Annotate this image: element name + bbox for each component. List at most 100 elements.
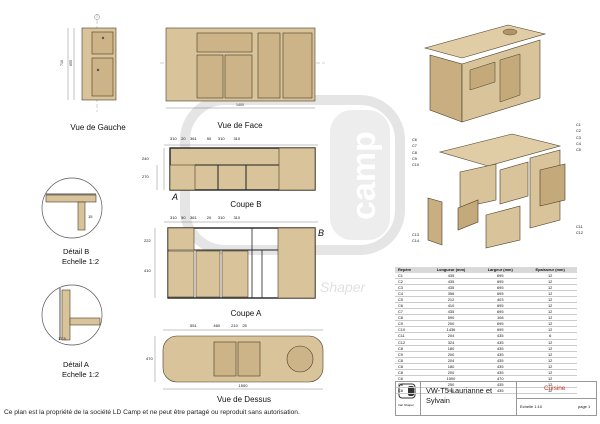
detail-a-view xyxy=(41,284,103,346)
part-ref: C7 xyxy=(395,308,425,316)
drawing-subject: Cuisine xyxy=(544,385,566,392)
part-length: 356 xyxy=(424,290,478,297)
part-thickness: 12 xyxy=(523,351,577,358)
part-length: 435 xyxy=(424,308,478,316)
part-ref: C12 xyxy=(395,339,425,346)
part-thickness: 12 xyxy=(523,381,577,389)
part-width: 435 xyxy=(477,332,524,340)
part-width: 403 xyxy=(477,296,524,303)
exploded-callouts-bottom-right: C11 C12 xyxy=(576,225,583,236)
part-thickness: 12 xyxy=(523,357,577,364)
part-thickness: 12 xyxy=(523,369,577,377)
exploded-callouts-right: C1 C2 C3 C4 C5 xyxy=(576,123,581,153)
header-largeur: Largeur (mm) xyxy=(477,267,524,273)
top-view-width-dim: 1500 xyxy=(238,383,248,388)
part-length: 200 xyxy=(424,351,478,358)
parts-table-header: Repère Longueur (mm) Largeur (mm) Epaiss… xyxy=(395,267,577,273)
coupe-b-side-dim-2: 270 xyxy=(142,174,149,179)
front-view: 1400 xyxy=(160,27,325,109)
watermark-signature: Shaper xyxy=(320,279,366,295)
part-thickness: 12 xyxy=(523,308,577,316)
part-width: 695 xyxy=(477,272,524,279)
page-number: page 1 xyxy=(578,404,591,409)
part-width: 695 xyxy=(477,278,524,285)
part-ref: C2 xyxy=(395,278,425,285)
part-ref: C4 xyxy=(395,290,425,297)
detail-a-dim: 17.5 xyxy=(58,336,66,341)
left-inner-dim: 655 xyxy=(69,60,73,66)
coupe-a-side-dim-1: 222 xyxy=(144,238,151,243)
detail-b-scale: Echelle 1:2 xyxy=(62,257,100,266)
coupe-a-view xyxy=(154,221,318,299)
detail-a-title: Détail A xyxy=(63,360,89,369)
part-ref: C8 xyxy=(395,357,425,364)
part-ref: C1 xyxy=(395,272,425,279)
assembled-3d-view xyxy=(423,24,547,123)
part-ref: C9 xyxy=(395,351,425,358)
header-longueur: Longueur (mm) xyxy=(424,267,478,273)
front-width-dim: 1400 xyxy=(236,103,244,107)
section-b-marker: B xyxy=(318,228,325,238)
part-width: 435 xyxy=(477,339,524,346)
part-thickness: 12 xyxy=(523,387,577,395)
part-width: 435 xyxy=(477,387,524,395)
part-ref: C10 xyxy=(395,326,425,334)
part-width: 695 xyxy=(477,320,524,328)
part-width: 435 xyxy=(477,345,524,352)
part-thickness: 12 xyxy=(523,363,577,371)
part-width: 108 xyxy=(477,314,524,322)
exploded-callouts-left: C6 C7 C8 C9 C10 xyxy=(412,138,419,168)
part-thickness: 12 xyxy=(523,314,577,322)
parts-table: Repère Longueur (mm) Largeur (mm) Epaiss… xyxy=(395,267,577,395)
part-thickness: 12 xyxy=(523,296,577,303)
part-length: 180 xyxy=(424,345,478,352)
left-height-dim: 710 xyxy=(60,60,64,66)
part-thickness: 12 xyxy=(523,339,577,346)
part-ref: C8 xyxy=(395,363,425,371)
header-epaisseur: Epaisseur (mm) xyxy=(523,267,577,273)
coupe-a-title: Coupe A xyxy=(230,309,262,318)
part-length: 324 xyxy=(424,339,478,346)
coupe-a-dims: 310 50 361 20 310 310 xyxy=(170,215,241,220)
part-width: 695 xyxy=(477,326,524,334)
part-length: 180 xyxy=(424,363,478,371)
part-ref: C11 xyxy=(395,332,425,340)
part-length: 410 xyxy=(424,302,478,310)
part-length: 204 xyxy=(424,332,478,340)
copyright-footer: Ce plan est la propriété de la société L… xyxy=(4,409,300,416)
part-thickness: 12 xyxy=(523,290,577,297)
title-block: Van Shaper VW-T5 Laurianne et Sylvain Cu… xyxy=(395,381,597,416)
exploded-callouts-bottom-left: C13 C14 xyxy=(412,233,419,244)
part-length: 435 xyxy=(424,284,478,291)
watermark-brand: camp xyxy=(345,131,383,220)
part-length: 435 xyxy=(424,278,478,285)
part-length: 250 xyxy=(424,381,478,389)
left-view-title: Vue de Gauche xyxy=(70,123,126,132)
part-thickness: 12 xyxy=(523,272,577,279)
part-width: 695 xyxy=(477,290,524,297)
part-length: 200 xyxy=(424,369,478,377)
top-view xyxy=(154,329,324,390)
section-a-marker: A xyxy=(172,192,179,202)
coupe-b-title: Coupe B xyxy=(230,200,262,209)
part-width: 435 xyxy=(477,369,524,377)
logo-subtitle: Van Shaper xyxy=(398,403,414,407)
part-thickness: 12 xyxy=(523,345,577,352)
